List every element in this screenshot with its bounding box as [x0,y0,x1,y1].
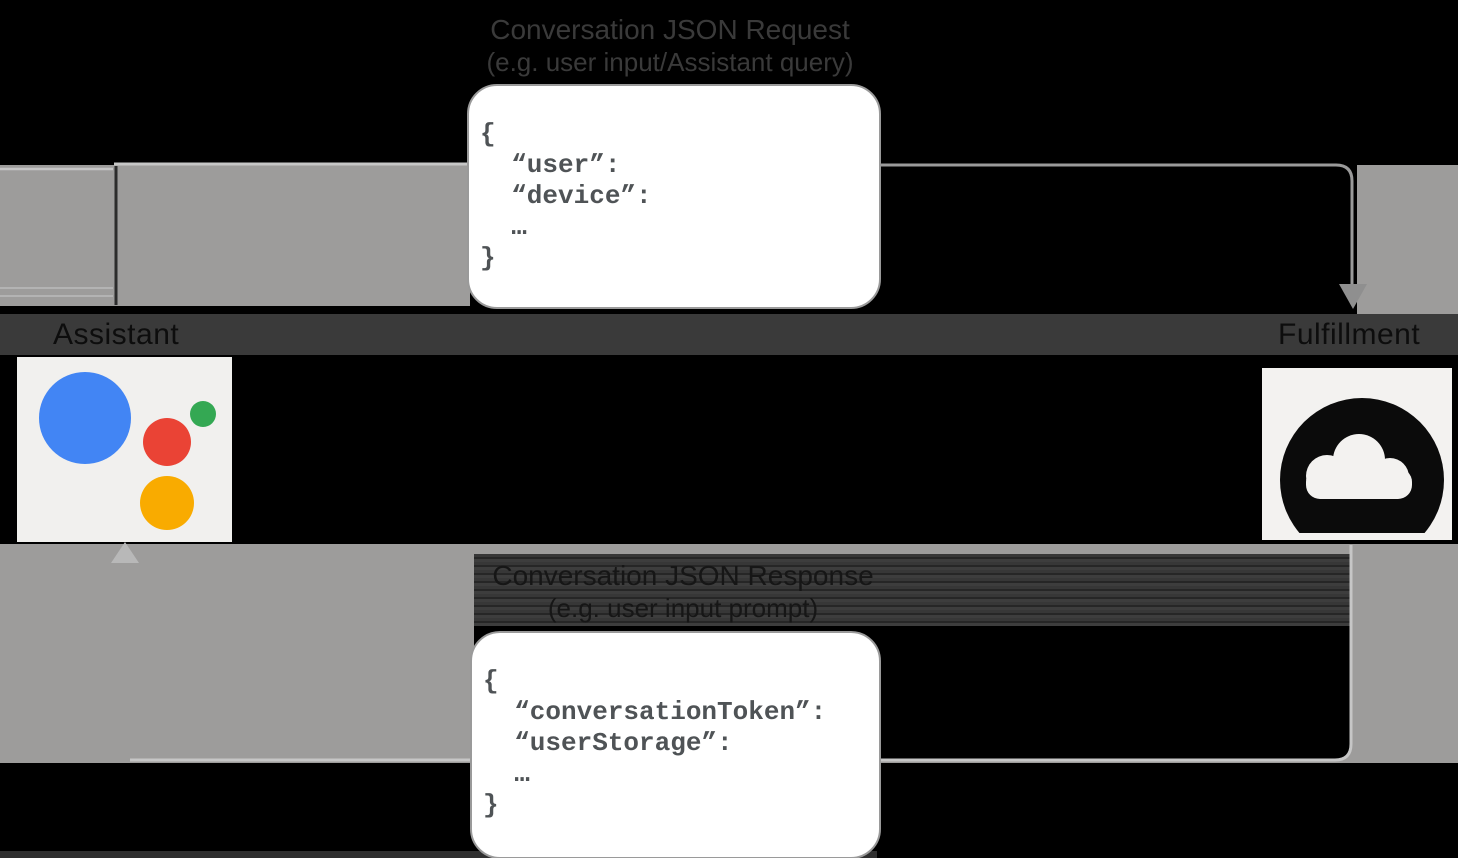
cloud-icon [1280,398,1444,533]
request-title: Conversation JSON Request [490,14,850,45]
response-title: Conversation JSON Response [492,560,874,591]
request-json-code: { “user”: “device”: … } [480,119,652,273]
request-title-block: Conversation JSON Request (e.g. user inp… [0,14,1340,78]
google-assistant-logo-icon [39,372,216,530]
request-flow-band-right [1357,165,1458,314]
response-json-code: { “conversationToken”: “userStorage”: … … [483,666,827,820]
response-subtitle: (e.g. user input prompt) [547,593,819,623]
assistant-label: Assistant [53,318,180,351]
request-flow-band-left [0,165,470,306]
assistant-node [17,357,232,542]
fulfillment-label: Fulfillment [1278,318,1421,351]
fulfillment-node [1262,368,1452,540]
node-label-band: Assistant Fulfillment [0,314,1458,355]
response-title-block: Conversation JSON Response (e.g. user in… [0,560,1366,624]
bottom-edge-strip [0,851,877,858]
request-subtitle: (e.g. user input/Assistant query) [486,47,854,77]
